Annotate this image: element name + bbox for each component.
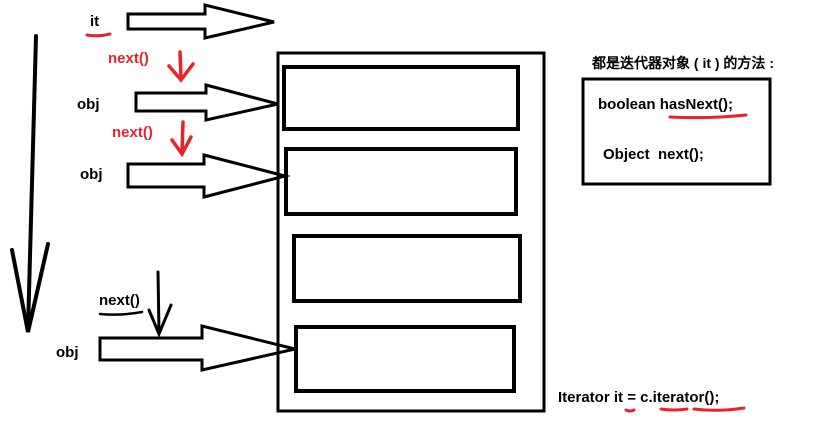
- collection-slot-4: [294, 325, 516, 393]
- iterator-equals: =: [627, 389, 636, 406]
- iterator-type: Iterator: [558, 389, 610, 406]
- next-arrow-2: [170, 120, 193, 158]
- iterator-var: it: [613, 389, 624, 406]
- method-hasnext-type: boolean: [598, 96, 656, 113]
- pointer-arrow-it: [126, 3, 275, 40]
- black-underline: [98, 310, 144, 316]
- next-label-1: next(): [108, 50, 149, 67]
- method-next: Object next();: [603, 146, 704, 163]
- obj-label-2: obj: [80, 166, 103, 183]
- methods-heading: 都是迭代器对象 ( it ) 的方法 :: [592, 55, 774, 71]
- collection-slot-2: [284, 147, 518, 216]
- iterator-call: c.iterator();: [640, 389, 720, 406]
- pointer-arrow-obj-3: [98, 324, 296, 372]
- pointer-label-it: it: [90, 13, 100, 30]
- collection-slot-1: [282, 65, 520, 131]
- next-label-3: next(): [99, 292, 140, 309]
- next-arrow-3: [147, 270, 173, 338]
- obj-label-1: obj: [77, 96, 100, 113]
- obj-label-3: obj: [56, 344, 79, 361]
- red-underlines: [85, 32, 748, 413]
- method-hasnext-name: hasNext();: [659, 96, 734, 113]
- iterator-statement: Iterator it = c.iterator();: [558, 390, 719, 405]
- methods-box: [581, 77, 772, 186]
- pointer-arrow-obj-2: [126, 153, 291, 199]
- next-label-2: next(): [112, 124, 153, 141]
- method-hasnext: boolean hasNext();: [598, 97, 733, 112]
- next-arrow-1: [167, 50, 195, 83]
- collection-box: [276, 51, 546, 413]
- pointer-arrow-obj-1: [134, 83, 279, 122]
- collection-slot-3: [292, 234, 522, 303]
- flow-down-arrow: [10, 34, 50, 333]
